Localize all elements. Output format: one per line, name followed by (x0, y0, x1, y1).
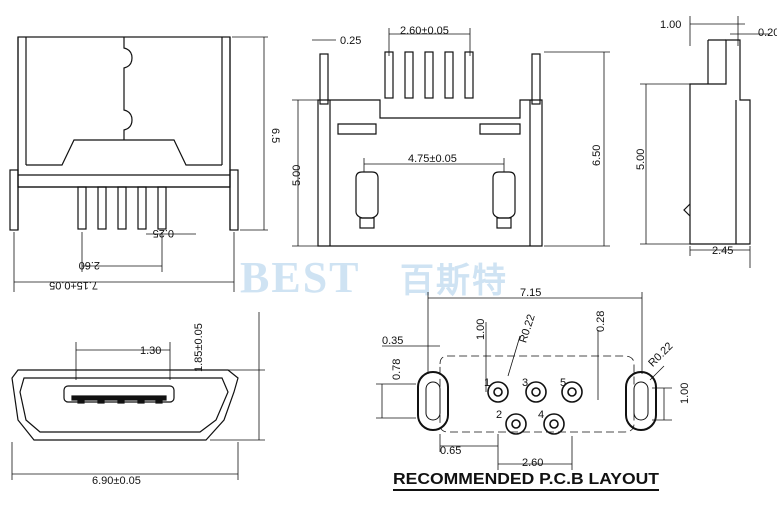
top-right-view: 1.00 0.20 5.00 2.45 (635, 16, 777, 268)
tm-body-height-label: 5.00 (291, 165, 303, 186)
pcb-radius-right-label: R0.22 (646, 340, 675, 369)
pcb-radius-left-label: R0.22 (517, 313, 537, 345)
tr-body-height-label: 5.00 (635, 149, 647, 170)
tl-width-label: 7.15±0.05 (49, 279, 98, 291)
pcb-slot-left (417, 371, 449, 431)
top-left-view: 6.5 2.60 0.25 7.15±0.05 (9, 36, 281, 292)
pcb-title: RECOMMENDED P.C.B LAYOUT (393, 471, 659, 488)
pcb-pin-1-label: 1 (484, 377, 490, 389)
fv-port-height-label: 1.30 (140, 345, 161, 357)
tl-pin-2 (97, 186, 107, 230)
pcb-offset-label: 0.28 (595, 311, 607, 332)
fv-height-label: 1.85±0.05 (193, 323, 205, 372)
tl-pin-4 (137, 186, 147, 230)
tl-pin-1 (77, 186, 87, 230)
pcb-pin-3-label: 3 (522, 377, 528, 389)
tl-tongue (26, 139, 222, 166)
tm-pin-span-label: 2.60±0.05 (400, 25, 449, 37)
pcb-pin-5-label: 5 (560, 377, 566, 389)
pcb-overall-label: 7.15 (520, 287, 541, 299)
pcb-pad-4 (543, 413, 565, 435)
tl-break-line (123, 37, 133, 140)
pcb-pad-2 (505, 413, 527, 435)
pcb-pin-4-label: 4 (538, 409, 544, 421)
fv-width-label: 6.90±0.05 (92, 475, 141, 487)
pcb-pad-1 (487, 381, 509, 403)
tr-profile (689, 39, 751, 245)
pcb-pad-5 (561, 381, 583, 403)
watermark-cjk: 百斯特 (400, 262, 508, 300)
front-view: 1.30 1.85±0.05 6.90±0.05 (11, 312, 265, 487)
pcb-layout: 7.15 0.35 1.00 R0.22 0.28 R0.22 0.78 1.0… (376, 287, 691, 491)
tl-offset-label: 0.25 (153, 227, 174, 239)
pcb-pad-3 (525, 381, 547, 403)
tr-depth-label: 2.45 (712, 245, 733, 257)
top-middle-view: 2.60±0.05 0.25 4.75±0.05 5.00 (291, 25, 610, 247)
pcb-slot-height-label: 0.78 (391, 359, 403, 380)
pcb-pin-2-label: 2 (496, 409, 502, 421)
tm-right-foot (492, 171, 516, 219)
tm-left-tab (337, 123, 377, 135)
fv-shell (11, 369, 239, 441)
tr-tip-label: 0.20 (758, 27, 777, 39)
pcb-bottom-pitch-label: 2.60 (522, 457, 543, 469)
fv-inner (19, 377, 229, 433)
pcb-slot-right-height-label: 1.00 (679, 383, 691, 404)
tl-height-label: 6.5 (269, 128, 281, 143)
tm-pin-width-label: 0.25 (340, 35, 361, 47)
pcb-bottom-offset-label: 0.65 (440, 445, 461, 457)
pcb-outline (439, 355, 635, 433)
tr-top-width-label: 1.00 (660, 19, 681, 31)
pcb-pitch-v-label: 1.00 (475, 319, 487, 340)
tl-pin-5 (157, 186, 167, 230)
pcb-slot-width-label: 0.35 (382, 335, 403, 347)
tm-total-height-label: 6.50 (591, 145, 603, 166)
watermark-latin: BEST (240, 253, 361, 302)
tm-left-foot (355, 171, 379, 219)
tl-pin-3 (117, 186, 127, 230)
pcb-slot-right (625, 371, 657, 431)
tm-body (317, 99, 543, 247)
tm-right-tab (479, 123, 521, 135)
tl-pitch-label: 2.60 (79, 259, 100, 271)
tm-mount-span-label: 4.75±0.05 (408, 153, 457, 165)
